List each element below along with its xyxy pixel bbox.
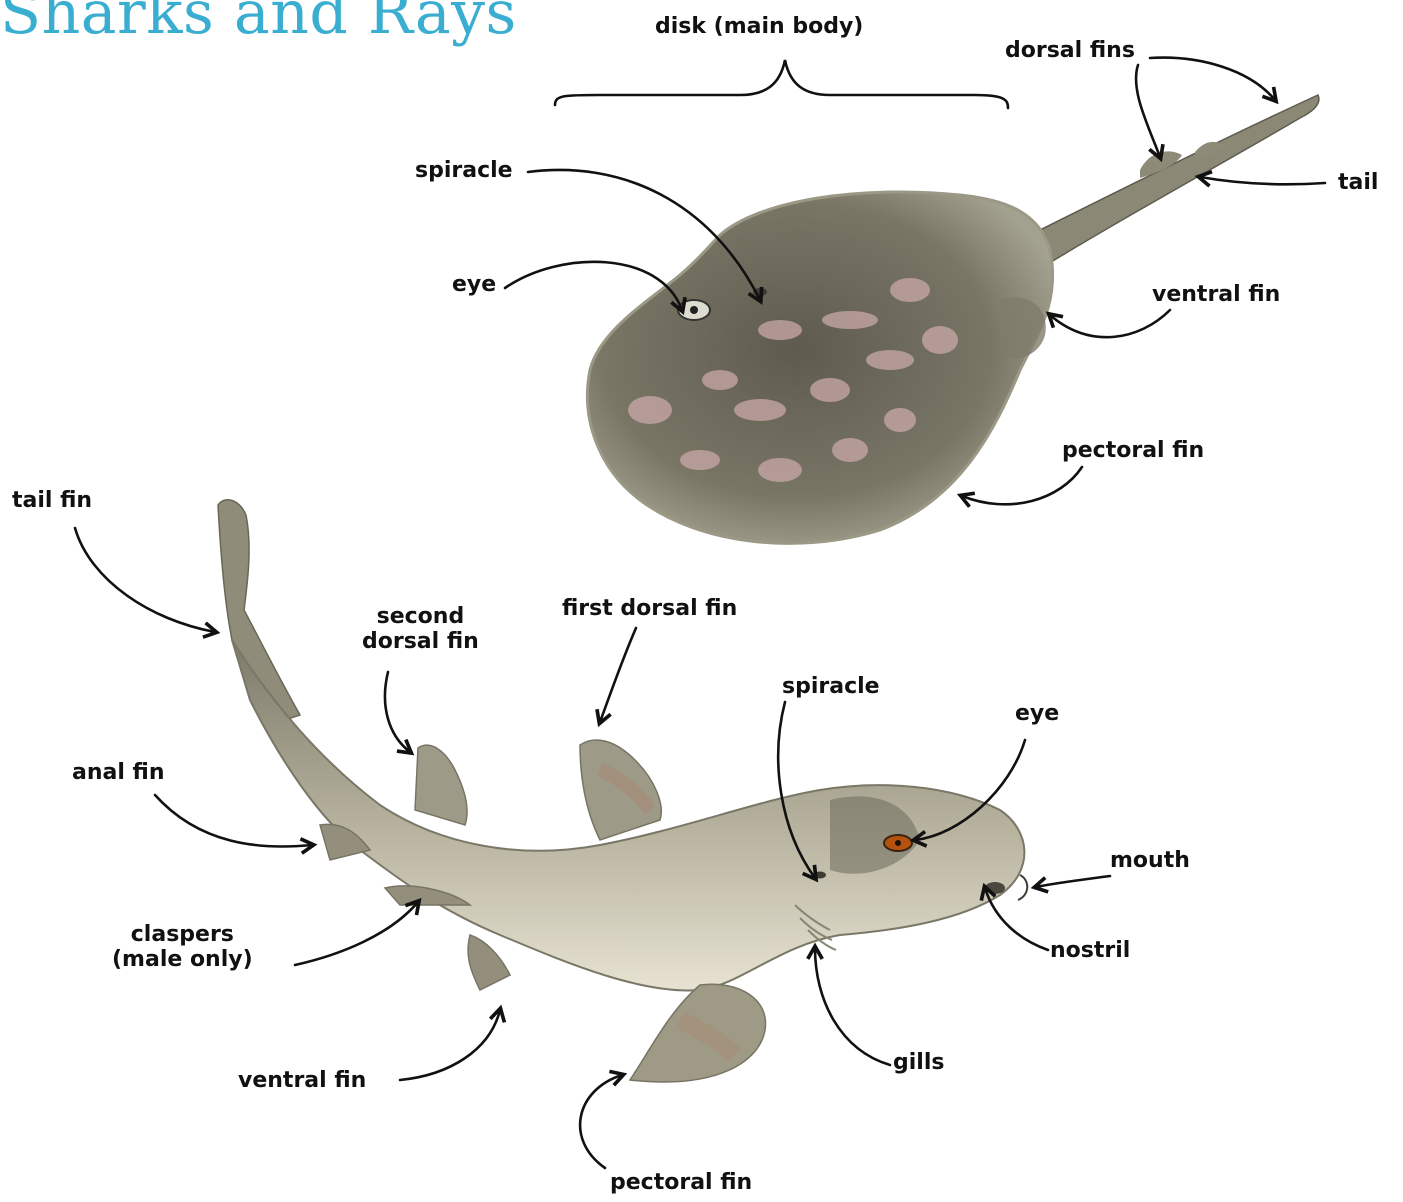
ray-dorsal-fins-arrow-2 xyxy=(1136,65,1160,157)
label-shark-ventral-fin: ventral fin xyxy=(238,1068,366,1093)
label-shark-pectoral-fin: pectoral fin xyxy=(610,1170,752,1195)
ray-disk xyxy=(587,192,1052,543)
label-shark-second-dorsal-fin: second dorsal fin xyxy=(362,604,479,655)
ray-pectoral-fin-arrow xyxy=(962,467,1082,504)
ray-tail-arrow xyxy=(1200,177,1325,184)
shark-mouth-arrow xyxy=(1036,876,1110,887)
label-shark-tail-fin: tail fin xyxy=(12,488,92,513)
label-shark-anal-fin: anal fin xyxy=(72,760,165,785)
label-ray-spiracle: spiracle xyxy=(415,158,513,183)
ray-ventral-fin-arrow xyxy=(1050,310,1170,337)
shark-anal-fin-arrow xyxy=(155,795,312,847)
label-shark-spiracle: spiracle xyxy=(782,674,880,699)
shark-ventral-fin-arrow xyxy=(400,1010,500,1080)
shark-nostril xyxy=(985,882,1005,894)
ray-illustration xyxy=(587,95,1318,543)
shark-claspers-arrow xyxy=(295,902,418,965)
label-shark-gills: gills xyxy=(893,1050,944,1075)
label-ray-disk: disk (main body) xyxy=(655,14,863,39)
label-ray-ventral-fin: ventral fin xyxy=(1152,282,1280,307)
label-ray-dorsal-fins: dorsal fins xyxy=(1005,38,1135,63)
shark-tail-fin-arrow xyxy=(75,528,215,632)
ray-dorsal-fins-arrow-1 xyxy=(1150,58,1275,100)
shark-mouth xyxy=(1018,875,1027,900)
label-shark-mouth: mouth xyxy=(1110,848,1190,873)
label-ray-pectoral-fin: pectoral fin xyxy=(1062,438,1204,463)
shark-second-dorsal-fin-arrow xyxy=(385,672,410,752)
label-ray-tail: tail xyxy=(1338,170,1378,195)
disk-brace xyxy=(555,60,1008,108)
shark-ventral-fin xyxy=(468,935,510,990)
shark-gills-arrow xyxy=(815,948,890,1065)
label-shark-first-dorsal-fin: first dorsal fin xyxy=(562,596,737,621)
shark-pectoral-fin-arrow xyxy=(580,1075,622,1168)
label-shark-nostril: nostril xyxy=(1050,938,1130,963)
label-shark-eye: eye xyxy=(1015,701,1059,726)
shark-illustration xyxy=(218,500,1027,1082)
shark-first-dorsal-fin-arrow xyxy=(600,628,636,722)
label-ray-eye: eye xyxy=(452,272,496,297)
shark-first-dorsal-fin xyxy=(580,740,661,840)
label-shark-claspers: claspers (male only) xyxy=(112,922,253,973)
shark-second-dorsal-fin xyxy=(415,745,467,825)
